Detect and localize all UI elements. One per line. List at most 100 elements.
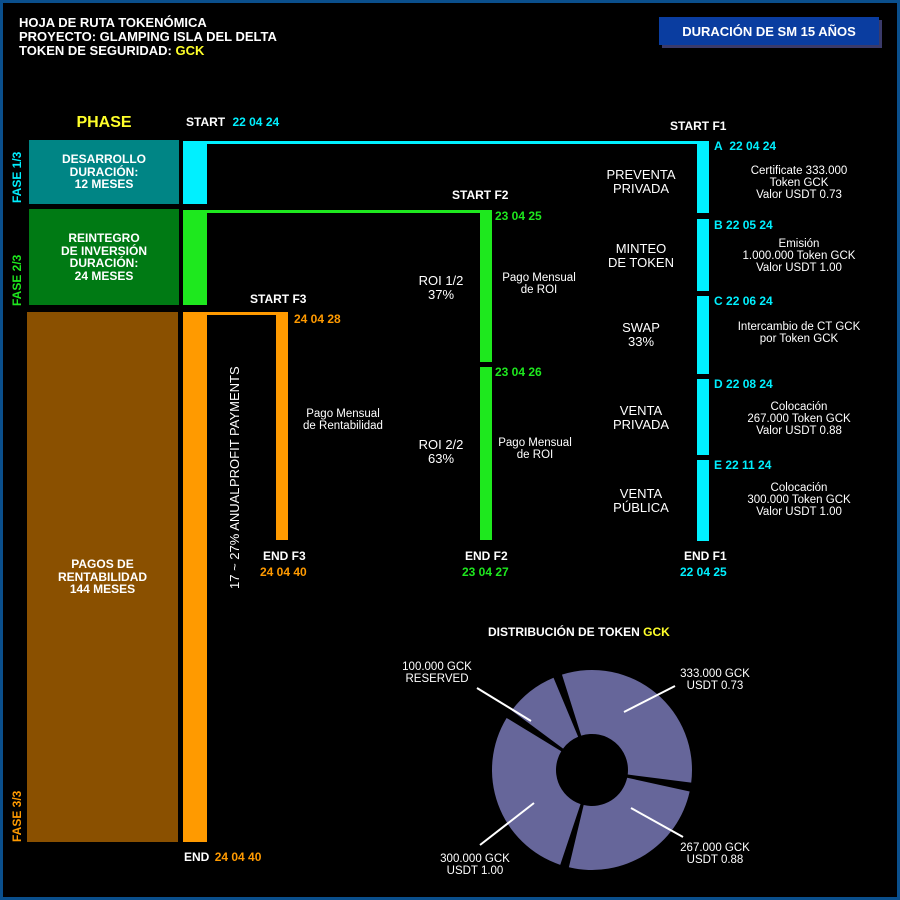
desc-line: Valor USDT 1.00 xyxy=(756,262,842,274)
fase2-line: DE INVERSIÓN xyxy=(60,243,147,258)
dist-line: 300.000 GCK xyxy=(440,853,510,865)
f1-segment-b xyxy=(697,219,709,291)
f2-connector xyxy=(207,210,492,213)
stage-name-line: PRIVADA xyxy=(612,417,670,432)
stage-id: B xyxy=(714,218,723,232)
dist-line: USDT 0.88 xyxy=(686,854,744,866)
roi-line: ROI 1/2 xyxy=(418,273,464,288)
distribution-donut xyxy=(476,670,692,870)
desc-line: Token GCK xyxy=(769,177,829,189)
fase1-line: DURACIÓN: xyxy=(69,164,139,179)
stage-date: 22 08 24 xyxy=(726,377,773,391)
dist-line: 100.000 GCK xyxy=(402,661,472,673)
distribution-title-text: DISTRIBUCIÓN DE TOKEN xyxy=(488,625,644,639)
f2-end-date: 23 04 27 xyxy=(462,565,509,579)
stage-name-line: MINTEO xyxy=(615,241,667,256)
f2-start-bar xyxy=(183,210,207,305)
fase2-line: 24 MESES xyxy=(74,268,134,283)
f3-payment-bar xyxy=(276,312,288,540)
security-token-name: GCK xyxy=(175,43,205,58)
f2-roi2-date: 23 04 26 xyxy=(495,365,542,379)
desc-line: de Rentabilidad xyxy=(303,420,383,432)
desc-line: Pago Mensual xyxy=(306,408,380,420)
stage-name-line: DE TOKEN xyxy=(608,255,674,270)
fase3-line: PAGOS DE xyxy=(71,557,134,572)
dist-line: RESERVED xyxy=(405,673,469,685)
leader-a xyxy=(623,685,676,713)
f2-roi1-bar xyxy=(480,210,492,362)
stage-id: D xyxy=(714,377,723,391)
fase1-box: DESARROLLO DURACIÓN: 12 MESES xyxy=(29,140,179,204)
f1-start-bar xyxy=(183,141,207,204)
f1-end-date: 22 04 25 xyxy=(680,565,727,579)
f3-main-bar xyxy=(183,312,207,842)
f3-end-label: END F3 xyxy=(263,549,306,563)
desc-line: 1.000.000 Token GCK xyxy=(742,250,856,262)
desc-line: Valor USDT 0.88 xyxy=(756,425,842,437)
roi-line: 63% xyxy=(427,451,455,466)
desc-line: Colocación xyxy=(770,482,828,494)
global-end: END 24 04 40 xyxy=(184,850,261,864)
desc-line: Emisión xyxy=(778,238,820,250)
f3-connector xyxy=(207,312,288,315)
f1-stage-a-date: A 22 04 24 xyxy=(714,139,776,153)
desc-line: Valor USDT 0.73 xyxy=(756,189,842,201)
stage-name-line: 33% xyxy=(627,334,655,349)
desc-line: Pago Mensual xyxy=(498,437,572,449)
leader-b xyxy=(630,807,684,838)
roi-line: ROI 2/2 xyxy=(418,437,464,452)
f1-connector xyxy=(207,141,707,144)
f1-stage-b-date: B 22 05 24 xyxy=(714,218,773,232)
desc-line: 300.000 Token GCK xyxy=(747,494,851,506)
desc-line: de ROI xyxy=(520,284,558,296)
f2-start-label: START F2 xyxy=(452,188,509,202)
f1-stage-d-date: D 22 08 24 xyxy=(714,377,773,391)
dist-line: 267.000 GCK xyxy=(680,842,750,854)
f1-stage-c-date: C 22 06 24 xyxy=(714,294,773,308)
distribution-title: DISTRIBUCIÓN DE TOKEN GCK xyxy=(488,625,670,639)
stage-name-line: PRIVADA xyxy=(612,181,670,196)
stage-name-line: PREVENTA xyxy=(606,167,676,182)
stage-name-line: VENTA xyxy=(619,403,663,418)
slice-reserved xyxy=(511,677,579,749)
stage-id: C xyxy=(714,294,723,308)
f1-segment-c xyxy=(697,296,709,374)
end-date: 24 04 40 xyxy=(214,850,262,864)
f2-roi1-date: 23 04 25 xyxy=(495,209,542,223)
dist-line: USDT 0.73 xyxy=(686,680,744,692)
leader-c xyxy=(479,802,535,846)
f3-start-label: START F3 xyxy=(250,292,307,306)
fase2-line: REINTEGRO xyxy=(68,231,140,245)
f3-date: 24 04 28 xyxy=(294,312,341,326)
desc-line: por Token GCK xyxy=(759,333,839,345)
start-date: 22 04 24 xyxy=(232,115,280,129)
slice-c xyxy=(492,717,581,865)
stage-name-line: PÚBLICA xyxy=(613,500,669,515)
fase3-line: RENTABILIDAD xyxy=(57,569,148,584)
global-start: START 22 04 24 xyxy=(186,115,279,129)
f3-end-date: 24 04 40 xyxy=(260,565,307,579)
fase3-line: 144 MESES xyxy=(69,582,136,597)
stage-date: 22 06 24 xyxy=(726,294,773,308)
stage-id: A xyxy=(714,139,723,153)
f1-segment-d xyxy=(697,379,709,455)
stage-name-line: SWAP xyxy=(622,320,660,335)
distribution-title-token: GCK xyxy=(643,625,670,639)
desc-line: Valor USDT 1.00 xyxy=(756,506,842,518)
fase1-line: 12 MESES xyxy=(74,177,134,192)
start-label: START xyxy=(186,115,226,129)
desc-line: de ROI xyxy=(516,449,554,461)
project-name: PROYECTO: GLAMPING ISLA DEL DELTA xyxy=(19,29,277,44)
desc-line: 267.000 Token GCK xyxy=(747,413,851,425)
